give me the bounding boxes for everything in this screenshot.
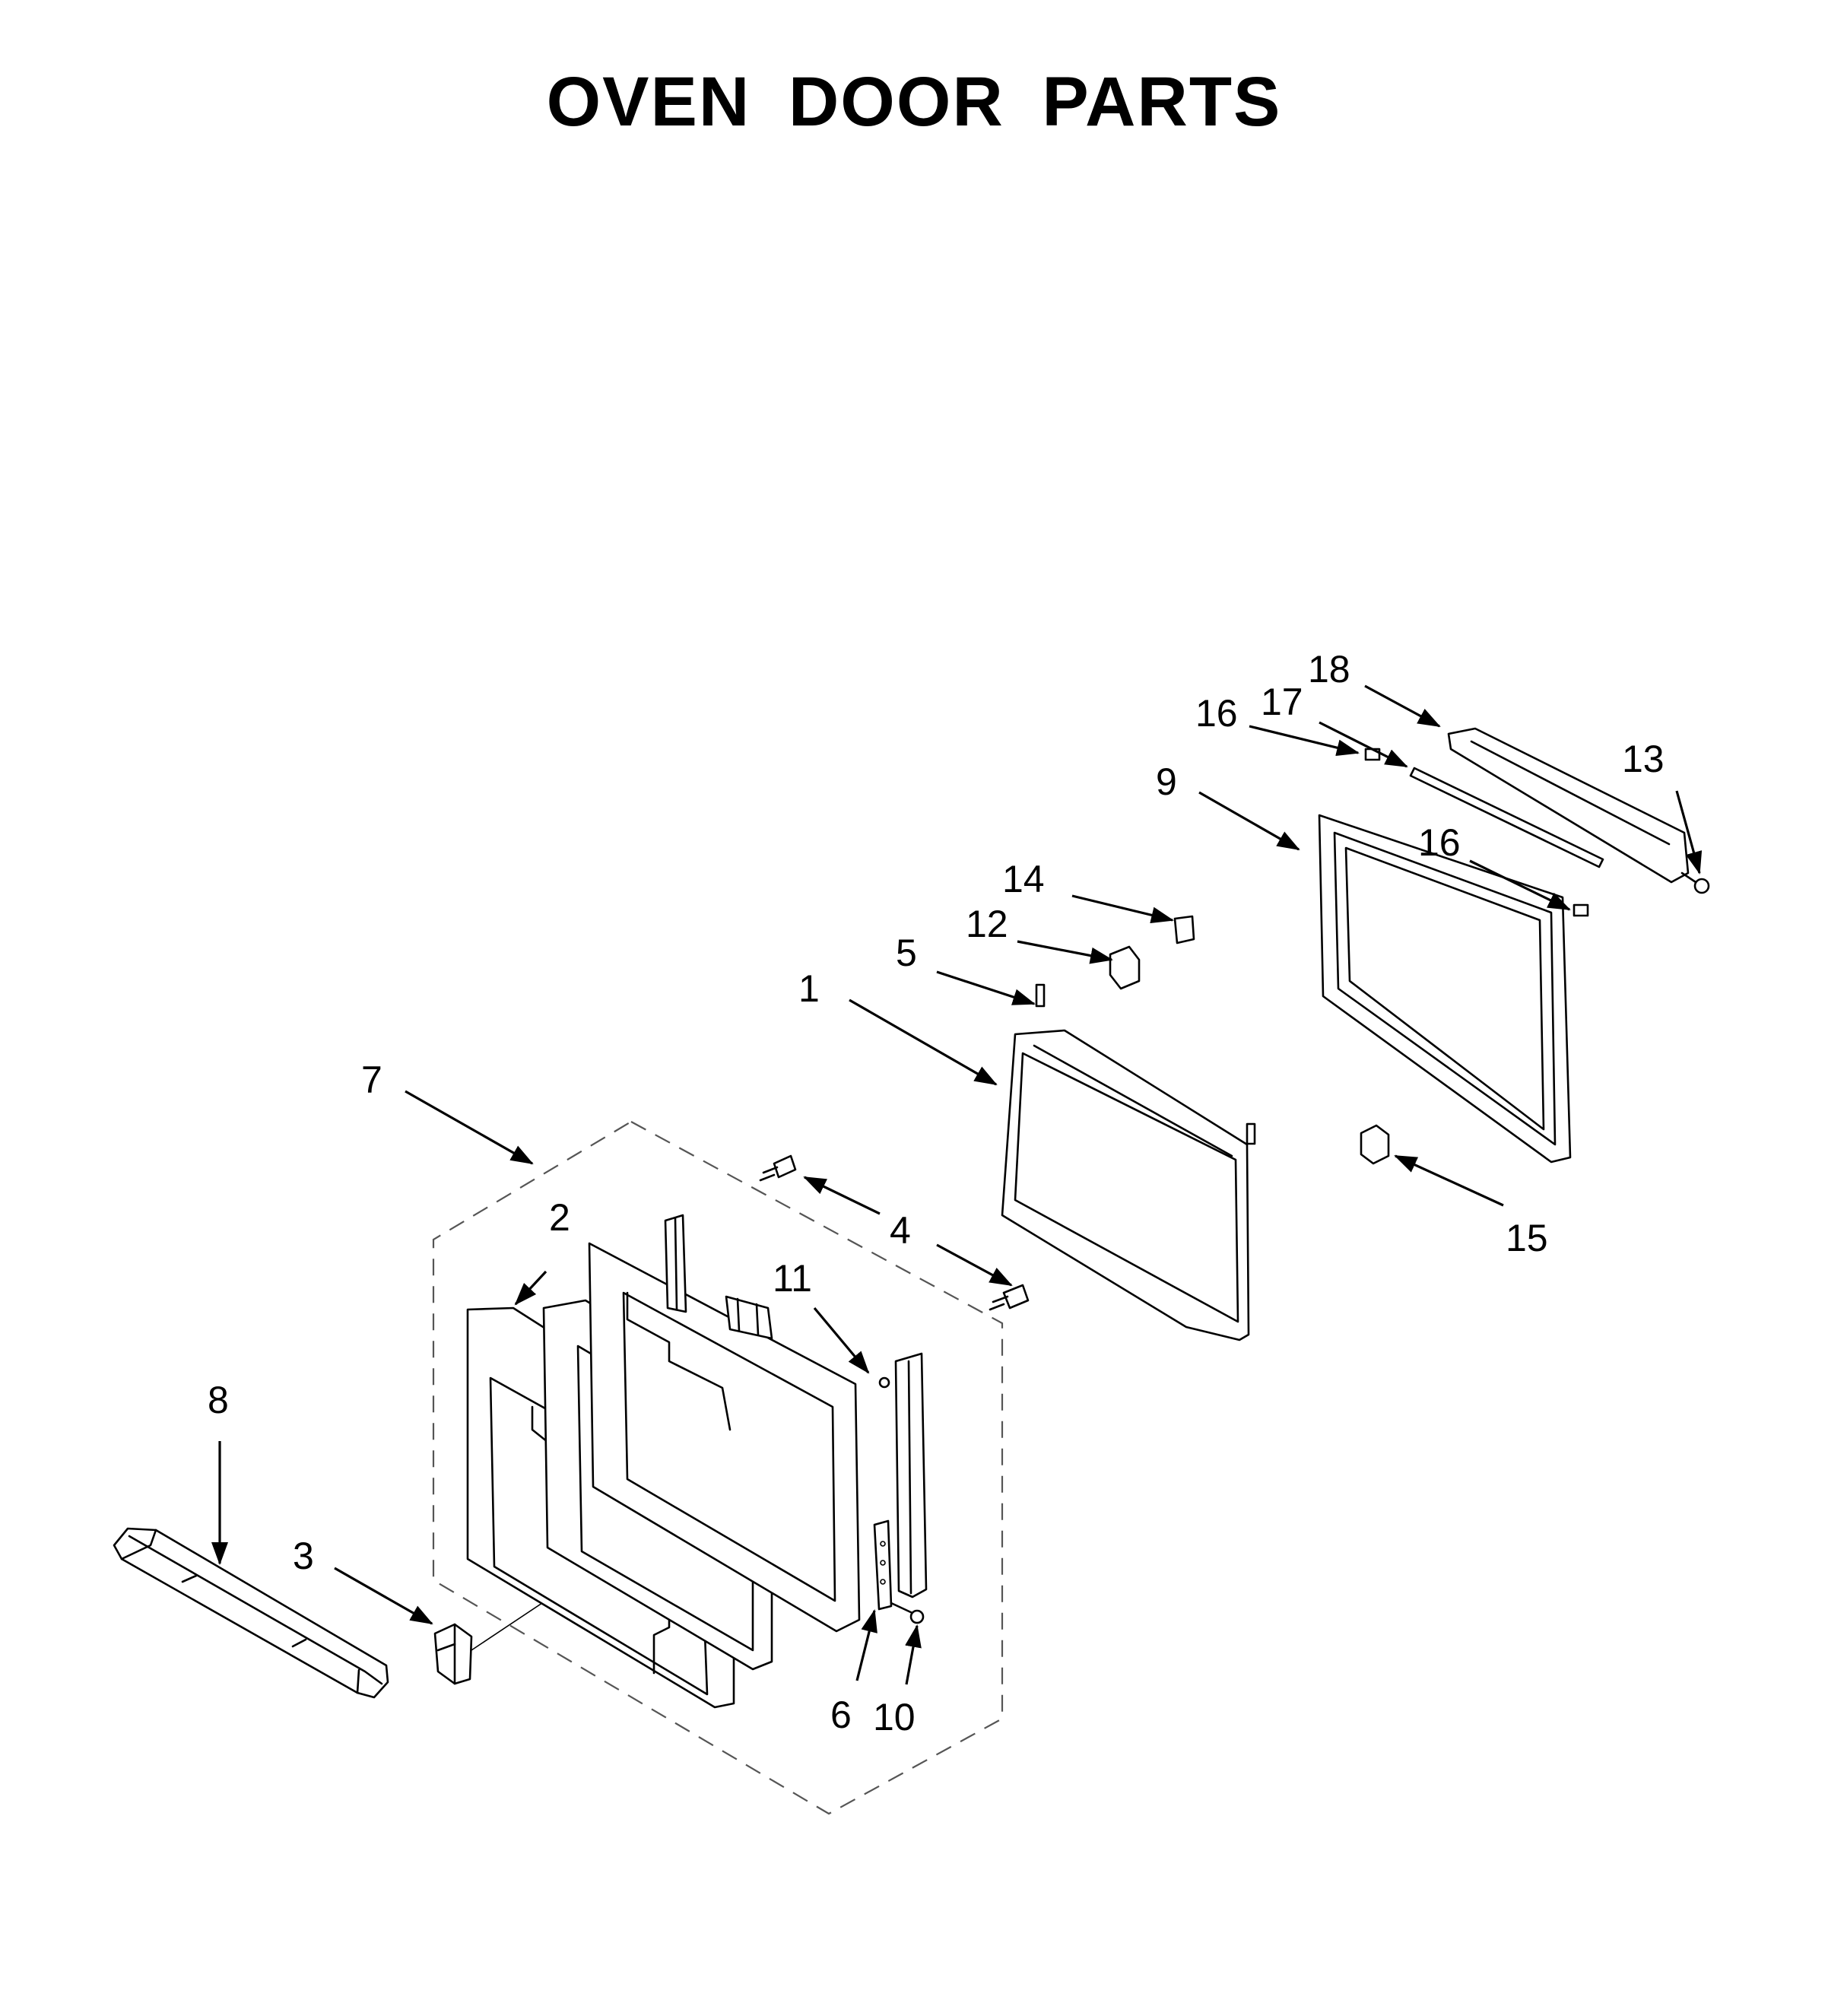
door-handle-part <box>113 1527 389 1699</box>
callout-3: 3 <box>293 1535 314 1577</box>
callout-labels: 1 2 3 4 5 6 7 8 9 10 11 12 13 14 15 16 1… <box>208 648 1665 1738</box>
callout-12: 12 <box>966 903 1008 945</box>
window-panel-part <box>1318 814 1572 1164</box>
handle-end-cap-part <box>433 1623 473 1685</box>
callout-16-upper: 16 <box>1195 692 1238 735</box>
callout-17: 17 <box>1261 681 1303 723</box>
bumper-12 <box>1109 945 1141 990</box>
clip-5-mirror <box>1246 1122 1256 1145</box>
clip-14 <box>1173 915 1195 945</box>
door-bracket-mid <box>725 1295 773 1340</box>
screw-4-lower <box>989 1284 1030 1311</box>
diagram-title: OVEN DOOR PARTS <box>546 63 1282 141</box>
screw-13 <box>1680 871 1710 894</box>
pad-16-lower <box>1573 903 1589 917</box>
callout-13: 13 <box>1622 738 1665 780</box>
door-side-rail <box>894 1352 928 1599</box>
screw-4-upper <box>759 1154 797 1182</box>
callout-15: 15 <box>1506 1217 1548 1259</box>
callout-16-lower: 16 <box>1418 821 1461 864</box>
inner-glass-panels <box>542 1242 861 1671</box>
callout-5: 5 <box>896 932 917 974</box>
callout-11: 11 <box>773 1257 812 1300</box>
part11-grommet <box>878 1376 890 1389</box>
inner-door-frame-part <box>1001 1029 1250 1341</box>
callout-8: 8 <box>208 1379 229 1421</box>
callout-9: 9 <box>1156 760 1177 803</box>
callout-18: 18 <box>1308 648 1350 691</box>
callout-2: 2 <box>549 1196 570 1239</box>
door-assembly-outline <box>432 1120 1004 1815</box>
callout-6: 6 <box>830 1694 852 1736</box>
callout-4: 4 <box>890 1209 911 1252</box>
door-bracket-left <box>664 1214 687 1313</box>
hinge-plate-part <box>873 1519 893 1611</box>
leader-lines <box>211 684 1703 1685</box>
screw-10 <box>890 1602 925 1624</box>
clip-5 <box>1035 983 1046 1008</box>
bumper-15 <box>1360 1124 1390 1165</box>
gasket-strip-17 <box>1409 767 1604 868</box>
callout-14: 14 <box>1002 858 1045 900</box>
callout-1: 1 <box>798 967 820 1010</box>
callout-10: 10 <box>873 1696 916 1738</box>
callout-7: 7 <box>361 1059 382 1101</box>
